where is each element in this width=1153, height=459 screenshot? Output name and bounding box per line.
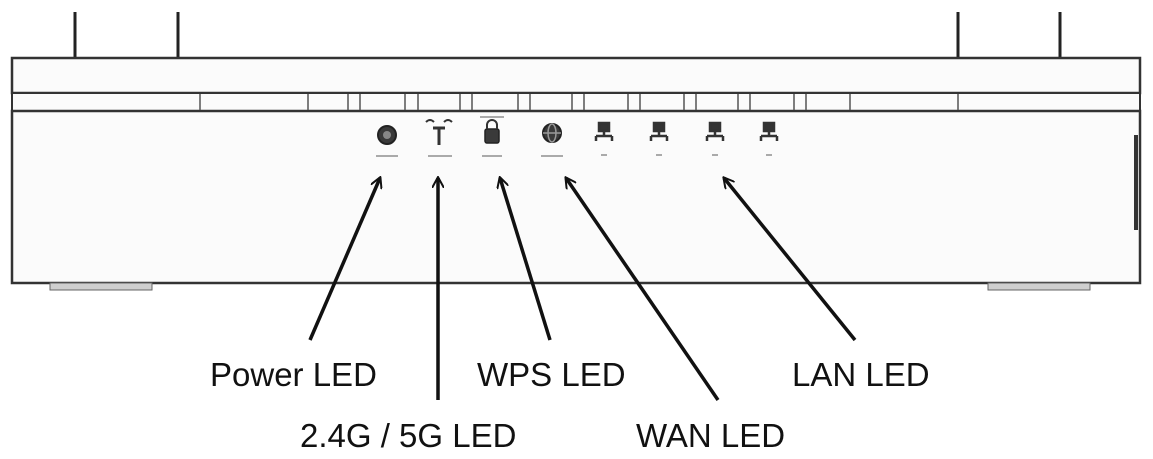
router-top-rim: [10, 56, 1142, 95]
arrow-power: [308, 178, 380, 341]
lan-port-icon-4: [594, 121, 614, 156]
vent-slots: [199, 94, 959, 110]
power-icon: [376, 125, 398, 157]
router-front-face: [10, 109, 1142, 285]
router-vent-strip: [11, 92, 1141, 112]
lan-port-icon-1: [759, 121, 779, 156]
foot-right: [987, 282, 1091, 291]
label-wps-led: WPS LED: [477, 356, 626, 393]
wan-globe-icon: [541, 123, 563, 157]
label-lan-led: LAN LED: [792, 356, 930, 393]
antennas: [73, 12, 1062, 58]
label-band-led: 2.4G / 5G LED: [300, 417, 517, 454]
lan-port-icon-3: [649, 121, 669, 156]
router-feet: [49, 282, 1091, 291]
label-power-led: Power LED: [210, 356, 377, 393]
lan-network-icon: [594, 121, 779, 156]
wifi-antenna-icon: [425, 119, 453, 157]
arrow-wps: [500, 178, 552, 341]
arrow-lan: [724, 178, 857, 342]
foot-left: [49, 282, 153, 291]
wps-lock-icon: [480, 116, 504, 157]
router-body: [10, 56, 1142, 285]
callout-arrows: [308, 178, 857, 401]
arrow-wan: [566, 178, 720, 401]
label-wan-led: WAN LED: [636, 417, 786, 454]
lan-port-icon-2: [705, 121, 725, 156]
